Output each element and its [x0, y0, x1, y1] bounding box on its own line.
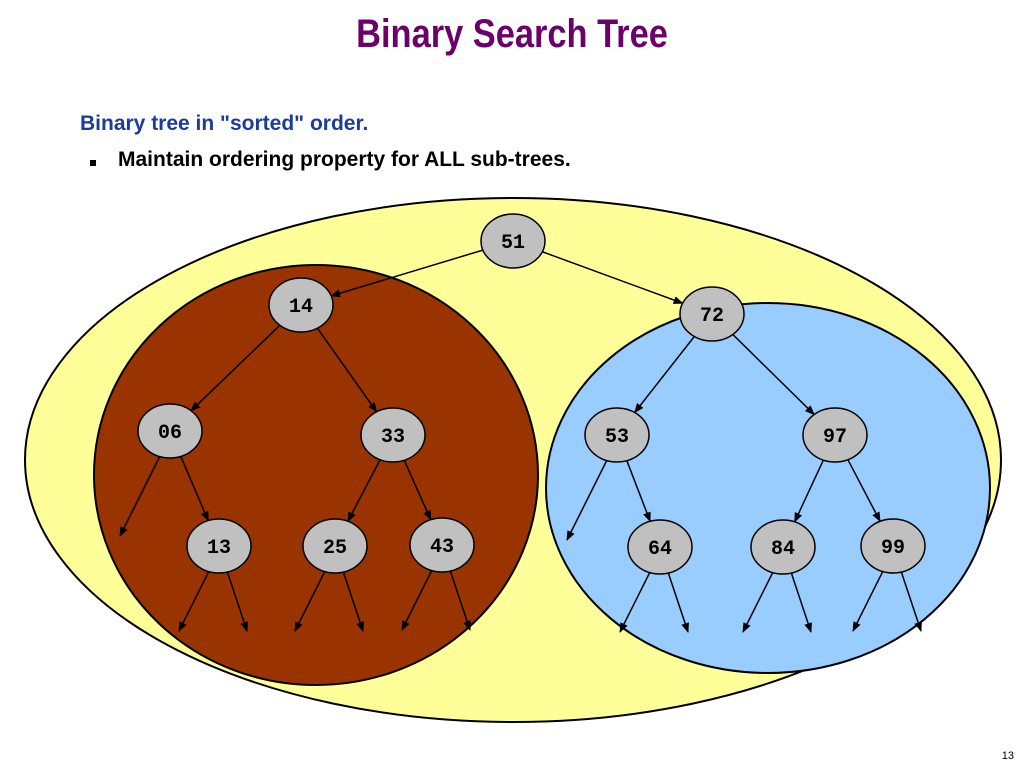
- null-child-arrow: [742, 571, 774, 633]
- node-circle: [627, 519, 693, 575]
- edge-51-72: [542, 251, 684, 304]
- tree-node-97: 97: [802, 407, 868, 463]
- null-child-arrow: [226, 570, 248, 632]
- null-child-arrow: [294, 570, 326, 632]
- null-child-arrow: [401, 569, 433, 631]
- node-circle: [360, 407, 426, 463]
- null-child-arrow: [342, 570, 364, 632]
- null-child-arrow: [566, 459, 608, 541]
- bullet-marker: [90, 160, 96, 166]
- node-label: 53: [605, 426, 629, 449]
- bullet-text: Maintain ordering property for ALL sub-t…: [118, 148, 571, 171]
- slide-title: Binary Search Tree: [356, 12, 668, 56]
- node-circle: [860, 518, 926, 574]
- edge-06-13: [180, 456, 209, 522]
- node-circle: [186, 518, 252, 574]
- tree-node-84: 84: [750, 519, 816, 575]
- node-label: 84: [771, 538, 795, 561]
- node-circle: [750, 519, 816, 575]
- edge-33-43: [403, 459, 432, 521]
- null-child-arrow: [667, 571, 689, 633]
- node-label: 97: [823, 426, 847, 449]
- tree-node-64: 64: [627, 519, 693, 575]
- page-number: 13: [1001, 750, 1014, 762]
- node-label: 72: [700, 305, 724, 328]
- node-label: 33: [381, 426, 405, 449]
- node-label: 25: [323, 537, 347, 560]
- bullet-item: Maintain ordering property for ALL sub-t…: [90, 148, 571, 172]
- tree-node-25: 25: [302, 518, 368, 574]
- tree-node-53: 53: [584, 407, 650, 463]
- edge-14-33: [316, 327, 378, 413]
- tree-node-99: 99: [860, 518, 926, 574]
- edges-layer: [180, 249, 881, 523]
- node-circle: [480, 213, 546, 269]
- edge-14-06: [190, 324, 281, 412]
- tree-node-06: 06: [137, 403, 203, 459]
- tree-node-14: 14: [268, 277, 334, 333]
- null-child-arrow: [178, 570, 210, 632]
- null-child-arrow: [449, 569, 471, 631]
- edge-51-14: [330, 249, 484, 298]
- null-child-arrow: [900, 570, 922, 632]
- null-child-arrow: [619, 571, 651, 633]
- node-label: 51: [501, 232, 525, 255]
- null-child-arrow: [790, 571, 812, 633]
- node-circle: [802, 407, 868, 463]
- nodes-layer: 51 14 72 06 33 53 97 13 25 43 64 84 99: [137, 213, 926, 575]
- node-circle: [679, 286, 745, 342]
- edge-53-64: [626, 460, 651, 523]
- null-child-arrows: [119, 455, 922, 633]
- node-circle: [137, 403, 203, 459]
- subtitle: Binary tree in "sorted" order.: [80, 112, 369, 135]
- edge-72-53: [634, 336, 695, 414]
- edge-97-99: [847, 459, 881, 523]
- tree-node-13: 13: [186, 518, 252, 574]
- right-subtree-region: [545, 302, 991, 674]
- null-child-arrow: [852, 570, 884, 632]
- node-label: 13: [207, 537, 231, 560]
- node-circle: [584, 407, 650, 463]
- tree-node-43: 43: [409, 517, 475, 573]
- tree-node-51: 51: [480, 213, 546, 269]
- node-label: 99: [881, 537, 905, 560]
- node-label: 64: [648, 538, 672, 561]
- node-label: 43: [430, 536, 454, 559]
- edge-97-84: [793, 459, 825, 523]
- node-circle: [409, 517, 475, 573]
- tree-node-72: 72: [679, 286, 745, 342]
- tree-node-33: 33: [360, 407, 426, 463]
- node-label: 06: [158, 422, 182, 445]
- null-child-arrow: [119, 455, 161, 537]
- node-circle: [302, 518, 368, 574]
- node-circle: [268, 277, 334, 333]
- edge-33-25: [347, 459, 381, 523]
- edge-72-97: [732, 333, 815, 416]
- node-label: 14: [289, 296, 313, 319]
